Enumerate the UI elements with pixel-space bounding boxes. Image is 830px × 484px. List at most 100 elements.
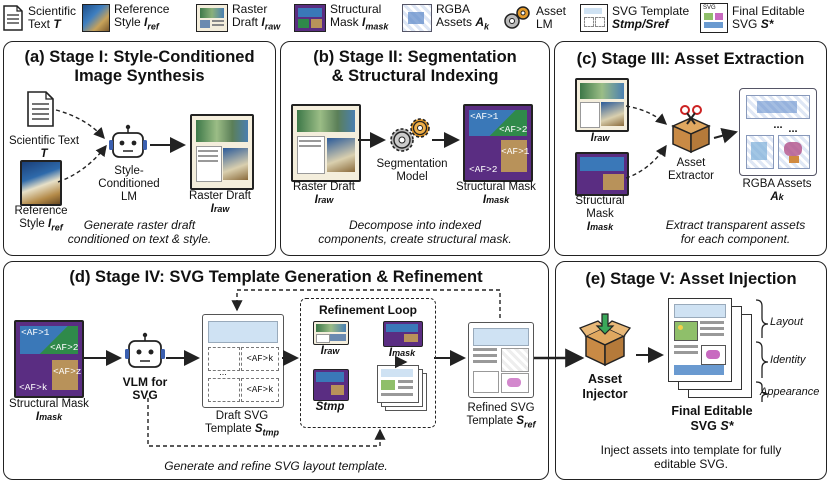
legend-line1: Structural [330,1,382,16]
loop-imask-sym: I [388,347,393,359]
legend-line1: Asset [536,4,567,18]
refined-line2-text: Template [466,415,514,427]
af-label-2: <AF>2 [50,342,79,353]
legend-label: Scientific Text T [28,5,76,31]
loop-mask-thumb [383,321,423,347]
stage2-draft-label: Raster Draft [293,181,355,193]
legend-symbol: I [144,14,148,29]
af-label-3: <AF>1 [501,146,530,157]
stage4-structural-mask-image: <AF>1 <AF>2 <AF>z <AF>k [14,320,84,398]
scientific-text-icon [27,91,54,127]
stage2-draft-sub: raw [317,195,334,205]
draft-svg-line2: Template Stmp [192,423,292,439]
document-icon [3,5,23,31]
stage4-mask-sym: I [35,411,40,423]
asset-injector-caption: Asset Injector [568,372,642,402]
stage4-panel: (d) Stage IV: SVG Template Generation & … [3,261,549,480]
asset-extractor-icon [671,105,711,154]
draft-svg-line1: Draft SVG [215,410,269,422]
legend-line1: Reference [114,1,170,16]
stage5-desc-line2: editable SVG. [653,457,729,471]
legend-item-svg-template: SVG Template Stmp/Sref [580,2,689,34]
reference-style-label2: Style Iref [9,218,73,234]
vlm-caption: VLM for SVG [108,376,182,402]
stage2-mask-symbol: Imask [447,194,545,207]
stage2-mask-label: Structural Mask [456,181,536,193]
legend-subscript: raw [264,21,281,32]
template-dots: ... [219,367,227,377]
loop-stmp-caption: Stmp [315,401,345,413]
stage1-desc-line2: conditioned on text & style. [67,232,212,246]
refined-line2: Template Sref [456,415,546,431]
stage1-title: (a) Stage I: Style-Conditioned Image Syn… [4,48,275,86]
final-svg-caption: Final Editable SVG S* [652,404,772,434]
legend-line2: Style Iref [114,14,169,33]
asset-injector-icon [578,313,632,367]
layer-brackets [755,299,769,402]
injector-line2: Injector [582,387,628,401]
stage1-description: Generate raster draft conditioned on tex… [4,218,275,246]
template-slot [208,378,240,402]
identity-label: Identity [770,354,806,366]
af-label-2: <AF>2 [499,124,528,135]
stage4-mask-symbol: Imask [4,411,94,424]
reference-style-icon [82,4,110,32]
refined-sub: ref [524,419,536,430]
reference-style-label2-text: Style [19,218,45,230]
stage1-panel: (a) Stage I: Style-Conditioned Image Syn… [3,41,276,256]
template-slot-afk: <AF>k [241,347,279,371]
stage3-desc-line2: for each component. [680,232,791,246]
legend-item-rgba-assets: RGBA Assets Ak [402,2,489,34]
final-line2-text: SVG [690,419,717,433]
stage3-mask-image [575,152,629,196]
legend-line2-text: Mask [330,14,359,29]
refinement-loop-box: Refinement Loop Iraw Imask Stmp [300,298,436,428]
draft-svg-caption: Draft SVG Template Stmp [192,410,292,439]
stage3-mask-sub: mask [590,222,614,232]
draft-svg-sym: S [254,423,263,435]
structural-mask-icon [294,4,326,32]
reference-style-caption: Reference Style Iref [9,205,73,234]
layout-label: Layout [770,316,804,328]
stage2-mask-caption: Structural Mask Imask [447,181,545,207]
stage4-title: (d) Stage IV: SVG Template Generation & … [69,268,483,286]
legend-line2-text: Style [114,14,141,29]
legend-item-asset-lm: Asset LM [502,2,566,34]
legend-line2: Text T [28,18,76,31]
svg-template-icon [580,4,608,32]
scientific-text-label: Scientific Text [8,135,80,147]
loop-imask-sub: mask [392,348,416,358]
legend-line2-text: Draft [232,14,259,29]
legend-label: Asset LM [536,5,566,31]
stage2-draft-symbol: Iraw [281,194,367,207]
legend-item-reference-style: Reference Style Iref [82,2,169,34]
reference-symbol: I [48,218,52,230]
stage3-mask-caption: Structural Mask Imask [563,195,637,234]
refined-svg-template [468,322,534,398]
legend-line2: LM [536,17,553,31]
legend-line2-text: SVG [732,17,758,31]
stage3-panel: (c) Stage III: Asset Extraction Iraw Str… [554,41,827,256]
rgba-asset-tile [746,95,810,119]
draft-svg-template: <AF>k ... <AF>k [202,314,284,408]
template-slot [208,347,240,371]
stage3-mask-symbol: Imask [563,221,637,234]
stage2-structural-mask-image: <AF>1 <AF>2 <AF>1 <AF>2 [463,104,533,182]
refined-sym: S [516,415,525,427]
scientific-text-caption: Scientific Text T [4,135,84,161]
vlm-line2: SVG [132,388,158,402]
legend-label: Raster Draft Iraw [232,2,281,33]
legend-line2-text: Text [28,17,51,31]
stage2-mask-sub: mask [486,195,510,205]
asset-lm-icon [504,6,530,29]
stage3-mask-sym: I [586,221,591,233]
legend-symbol: S* [760,17,774,31]
loop-iraw-sym: I [320,345,324,357]
legend-label: Final Editable SVG S* [732,5,805,31]
loop-imask-caption: Imask [379,347,425,360]
legend-label: Reference Style Iref [114,1,170,33]
refined-line1: Refined SVG [467,402,535,414]
stage1-raster-draft-image [190,114,254,190]
appearance-label: Appearance [760,386,820,398]
stage3-raster-image [575,78,629,132]
